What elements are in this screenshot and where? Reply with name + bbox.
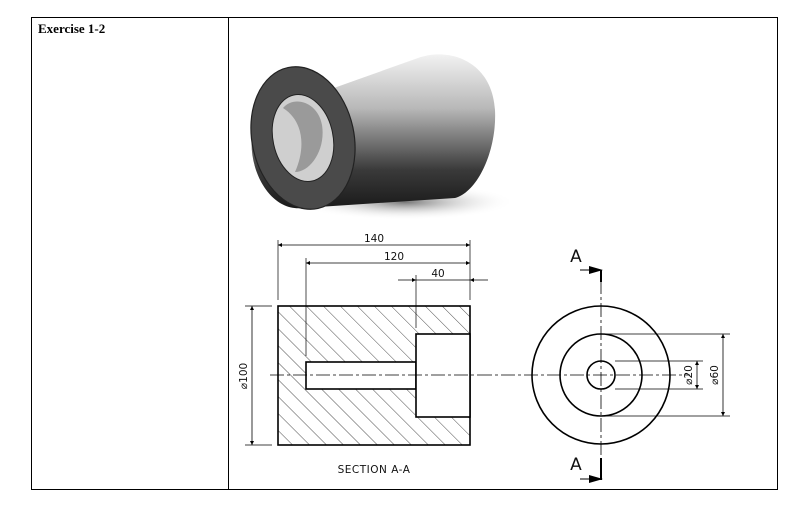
section-small-bore xyxy=(305,361,417,390)
section-view xyxy=(270,305,478,446)
diameter-100-dimension: ⌀100 xyxy=(238,305,272,446)
bore-inner-shade xyxy=(283,101,323,172)
dim-text-140: 140 xyxy=(364,233,384,245)
counterbore-circle xyxy=(559,333,643,417)
dim-text-d20: ⌀20 xyxy=(683,365,695,385)
section-label: SECTION A-A xyxy=(338,464,411,476)
exercise-table: Exercise 1-2 xyxy=(31,17,778,490)
exercise-title: Exercise 1-2 xyxy=(38,21,106,36)
dim-text-d60: ⌀60 xyxy=(709,365,721,385)
cut-label-top: A xyxy=(570,247,582,267)
isometric-cylinder-view xyxy=(250,54,515,220)
table-divider xyxy=(228,18,229,489)
end-view xyxy=(478,280,690,458)
cutting-plane-indicators: A A xyxy=(570,247,603,483)
cut-arrow-top-head xyxy=(589,266,603,274)
dim-text-40: 40 xyxy=(431,268,444,280)
outer-circle xyxy=(531,305,671,445)
section-counterbore xyxy=(415,333,471,418)
cut-arrow-bottom-head xyxy=(589,475,603,483)
end-view-dimensions: ⌀20 ⌀60 xyxy=(603,333,730,417)
cut-label-bottom: A xyxy=(570,455,582,475)
dim-text-120: 120 xyxy=(384,251,404,263)
length-dimensions: 140 120 40 xyxy=(277,233,488,356)
bore-circle xyxy=(586,360,616,390)
dim-text-d100: ⌀100 xyxy=(238,363,250,389)
